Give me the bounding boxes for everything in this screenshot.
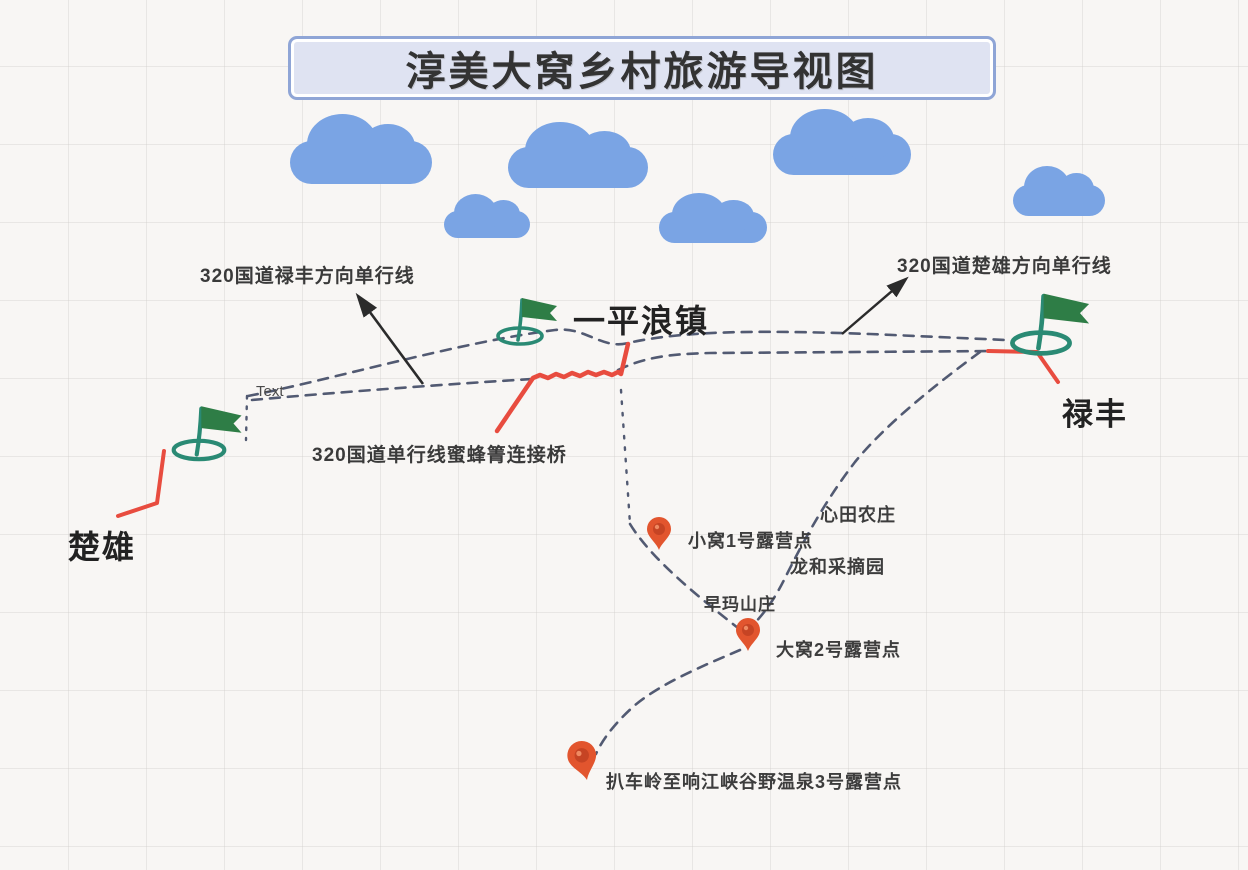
map-pin-icon-camp1: [647, 517, 671, 550]
bridge-highlight-line: [494, 341, 631, 434]
map-pin-icon-camp3: [567, 741, 597, 780]
label-bridge: 320国道单行线蜜蜂箐连接桥: [312, 445, 567, 466]
golf-flag-icon-yipinglang: [496, 298, 557, 346]
route-320-lower-west: [250, 377, 534, 402]
label-320-lufeng-direction: 320国道禄丰方向单行线: [200, 266, 415, 287]
label-poi-zaoma-villa: 早玛山庄: [704, 595, 776, 614]
route-lufeng-to-camp2: [748, 350, 982, 630]
title-banner: 淳美大窝乡村旅游导视图: [288, 36, 996, 100]
lufeng-connector-line: [986, 349, 1060, 384]
map-pin-icon-camp2: [736, 618, 760, 651]
route-camp2-to-camp3: [594, 648, 742, 756]
label-poi-longhe-garden: 龙和采摘园: [790, 557, 885, 577]
route-320-lower-east: [616, 349, 1000, 372]
page-title: 淳美大窝乡村旅游导视图: [405, 50, 879, 94]
label-320-chuxiong-direction: 320国道楚雄方向单行线: [897, 256, 1112, 277]
label-text-placeholder: Text: [256, 383, 284, 400]
label-poi-camp1: 小窝1号露营点: [688, 531, 814, 551]
chuxiong-connector-line: [116, 449, 166, 518]
route-chuxiong-spur: [244, 394, 249, 442]
label-town-yipinglang: 一平浪镇: [573, 303, 710, 339]
golf-flag-icon-chuxiong: [171, 406, 242, 462]
cloud-icon: [773, 108, 911, 175]
label-poi-camp3: 扒车岭至响江峡谷野温泉3号露营点: [606, 772, 903, 792]
route-town-to-camp1: [619, 388, 632, 526]
route-camp1-to-camp2: [628, 522, 740, 630]
route-320-upper: [246, 328, 1008, 398]
label-town-lufeng: 禄丰: [1062, 397, 1128, 432]
label-poi-camp2: 大窝2号露营点: [776, 640, 902, 660]
golf-flag-icon-lufeng: [1010, 293, 1090, 356]
cloud-icon: [290, 114, 432, 184]
cloud-icon: [659, 192, 767, 243]
label-town-chuxiong: 楚雄: [68, 529, 137, 565]
cloud-icon: [508, 121, 648, 188]
label-poi-xintian-farm: 心田农庄: [820, 505, 896, 525]
arrow-to-lufeng-direction-label: [355, 292, 425, 385]
cloud-icon: [1013, 165, 1105, 216]
cloud-icon: [444, 194, 530, 238]
arrow-to-chuxiong-direction-label: [841, 276, 909, 335]
